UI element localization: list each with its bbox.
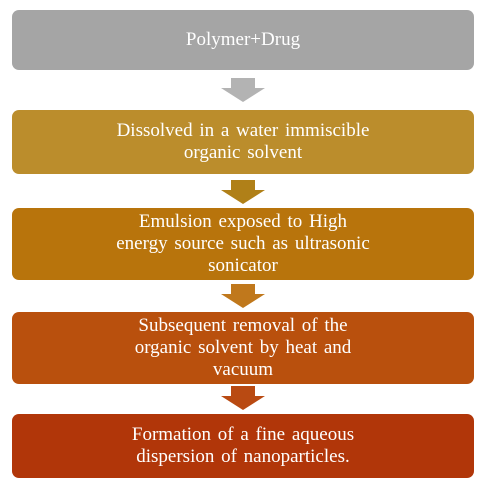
down-arrow-icon bbox=[221, 386, 265, 410]
step-polymer-drug: Polymer+Drug bbox=[12, 10, 474, 70]
down-arrow-icon bbox=[221, 284, 265, 308]
down-arrow-icon bbox=[221, 180, 265, 204]
step-solvent-removal: Subsequent removal of the organic solven… bbox=[12, 312, 474, 384]
step-formation: Formation of a fine aqueous dispersion o… bbox=[12, 414, 474, 478]
step-dissolve: Dissolved in a water immiscible organic … bbox=[12, 110, 474, 174]
step-emulsion: Emulsion exposed to High energy source s… bbox=[12, 208, 474, 280]
down-arrow-icon bbox=[221, 78, 265, 102]
